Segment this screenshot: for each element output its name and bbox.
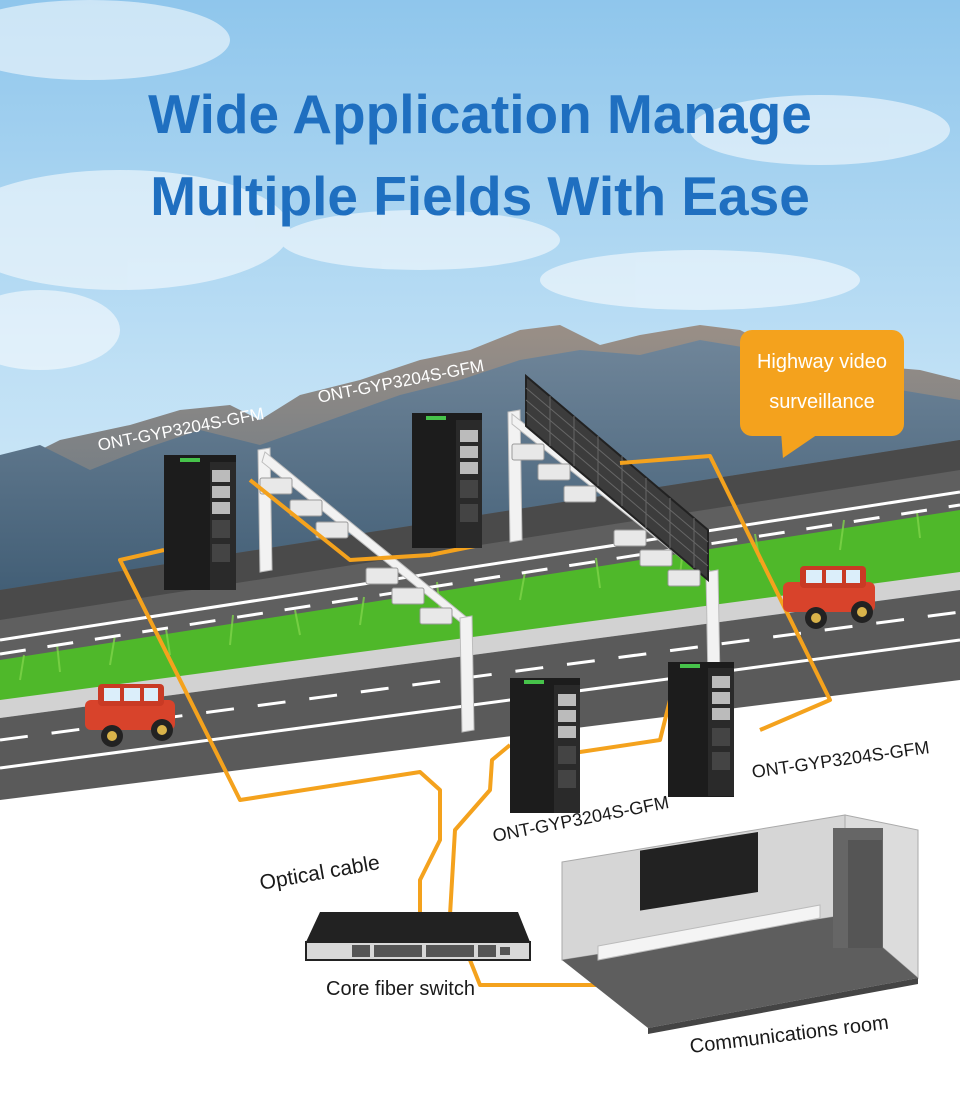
lane-line-far [0,490,960,642]
communications-room [561,814,919,1034]
car-left [85,684,175,747]
callout-highway-surveillance: Highway video surveillance [740,330,904,436]
led-sign-board [525,373,709,583]
surveillance-cameras [259,443,701,625]
headline-line-2: Multiple Fields With Ease [150,165,810,227]
median-curb [0,572,960,718]
car-right [783,566,875,629]
grass-median [0,510,960,705]
clouds [0,0,950,370]
ont-device-center-top [412,413,482,548]
headline-line-1: Wide Application Manage [148,83,812,145]
core-switch-label: Core fiber switch [326,978,475,1000]
lane-line-near [0,638,960,770]
core-fiber-switch [305,912,531,961]
road-near [0,590,960,800]
callout-line-2: surveillance [769,391,875,413]
callout-line-1: Highway video [756,351,888,373]
ont-device-center-bottom [510,678,580,813]
ont-device-right-bottom [668,662,734,797]
ont-device-left-top [164,455,236,590]
